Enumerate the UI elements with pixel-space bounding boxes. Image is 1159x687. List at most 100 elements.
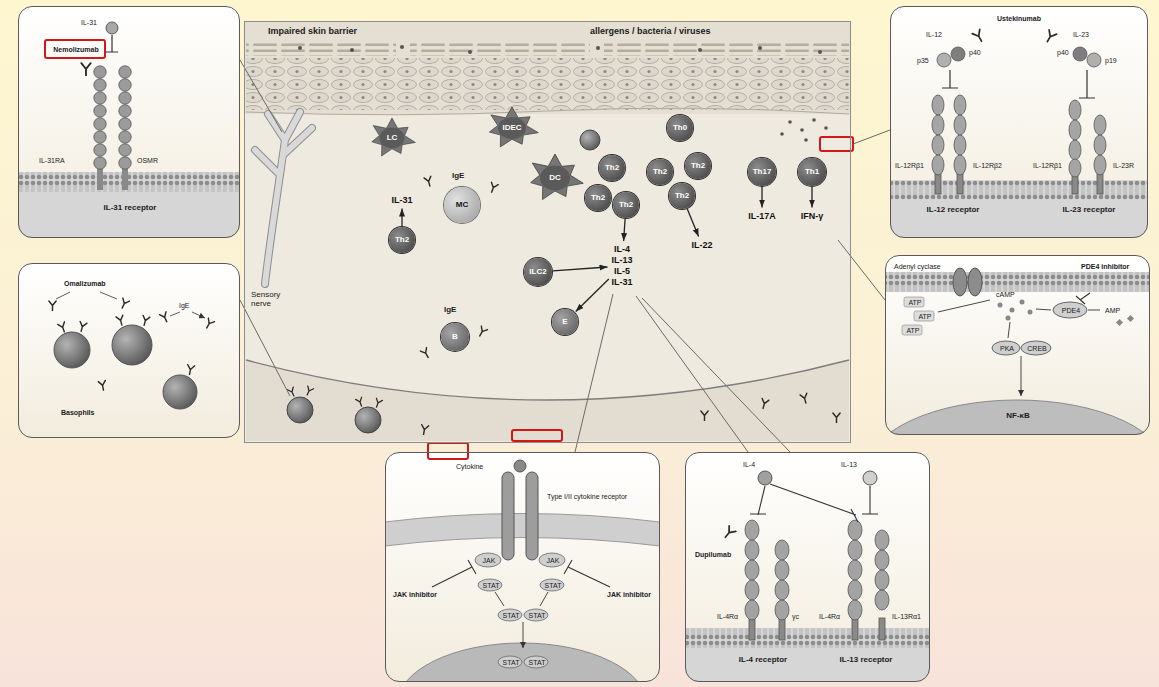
leader-line [838,240,885,300]
inset-pde4 [992,341,1020,355]
inset-pde4 [1021,341,1051,355]
inset-ustekinumab [954,115,966,135]
inset-omalizumab [203,318,214,330]
figure-panel: UstekinumabIL-12p35p40IL-23p40p19IL-12Rβ… [890,6,1148,238]
inset-il31 [119,131,131,143]
label-text: IL-23 [1073,31,1089,39]
inset-jak [498,609,522,621]
immune-cell: Th2 [669,183,695,209]
allergen-dots [698,48,702,52]
inset-omalizumab [119,298,130,310]
label-text: Th2 [653,168,667,177]
allergen-dots [298,46,302,50]
inset-ustekinumab [1069,100,1081,120]
skin-section [245,22,850,114]
inset-dupilumab [875,590,889,610]
allergen-dots [818,50,822,54]
inset-omalizumab [49,292,215,409]
cell-drawing [287,130,600,433]
inset-dupilumab [775,580,789,600]
ige-antibody [420,347,431,359]
inset-il31 [94,66,131,169]
leader-line [240,300,290,396]
inset-ustekinumab [954,95,966,115]
label-text: STAT [529,612,546,620]
label-text: Th1 [805,168,819,177]
highlight-box [45,40,853,459]
inset-pde4 [867,268,1159,540]
inset-ustekinumab [932,135,944,155]
inset-omalizumab [56,292,205,318]
label-text: STAT [503,659,520,667]
inset-jak [502,472,514,560]
label-text: IL-17A [748,211,776,222]
inset-dupilumab [848,580,862,600]
label-text: IL-13 [841,461,857,469]
leader-line [642,298,790,452]
label-text: Th2 [619,201,633,210]
inset-ustekinumab [1069,140,1081,160]
inset-omalizumab [163,375,197,409]
inset-jak [526,472,538,560]
sensory-nerve [255,112,312,284]
skin-section [246,40,396,56]
label-text: IgE [444,305,456,314]
label-text: Th0 [673,124,687,133]
label-text: Th2 [591,194,605,203]
label-text: Type I/II cytokine receptor [547,493,627,501]
label-text: IL-13 [611,255,632,266]
ige-antibody [356,397,365,407]
inset-il31 [106,22,118,34]
inset-background [18,6,1150,682]
label-text: IL-12 receptor [927,205,980,214]
ige-antibody [287,387,297,398]
inset-dupilumab [745,540,759,560]
skin-section [246,360,849,400]
label-text: IgE [452,171,464,180]
inset-dupilumab [875,530,889,550]
label-text: Omalizumab [64,280,106,288]
inset-il31 [119,118,131,130]
leader-line [240,60,282,132]
allergen-dots [400,45,404,49]
label-text: IL-23R [1113,162,1134,170]
label-text: Basophils [61,409,94,417]
inset-pde4 [885,400,1150,435]
ige-antibody [833,413,840,423]
allergen-dots [788,120,792,124]
inset-background [685,452,930,682]
label-text: NF-κB [1006,411,1030,420]
immune-cell: B [441,323,469,351]
leader-line [636,296,748,452]
inset-pde4 [1006,316,1011,321]
inset-ustekinumab [937,53,951,67]
label-text: IL-31 [81,19,97,27]
dendritic-shape [531,154,584,200]
label-text: IL-23 receptor [1063,205,1116,214]
inset-ustekinumab [954,135,966,155]
label-text: IL-12Rβ1 [895,162,924,170]
inset-il31 [94,118,106,130]
ige-antibody [424,176,434,187]
inset-il31 [94,66,106,78]
inset-dupilumab [685,628,930,682]
inset-ustekinumab [1073,47,1087,61]
highlight-box [512,430,562,441]
inset-dupilumab [848,600,862,620]
label-text: Ustekinumab [997,15,1041,23]
label-text: LC [387,134,398,143]
inset-omalizumab [54,332,90,368]
inset-ustekinumab [890,180,1148,238]
inset-dupilumab [745,580,759,600]
ige-antibody [759,398,769,409]
immune-cell: MC [444,187,480,223]
inset-jak [478,579,502,591]
inset-dupilumab [685,628,930,682]
leader-line [240,60,890,452]
dendritic-cell: DC [526,154,584,202]
inset-il31 [18,22,240,238]
inset-pde4 [1116,319,1123,326]
label-text: IL-13Rα1 [892,613,921,621]
cell-drawing [580,130,600,150]
